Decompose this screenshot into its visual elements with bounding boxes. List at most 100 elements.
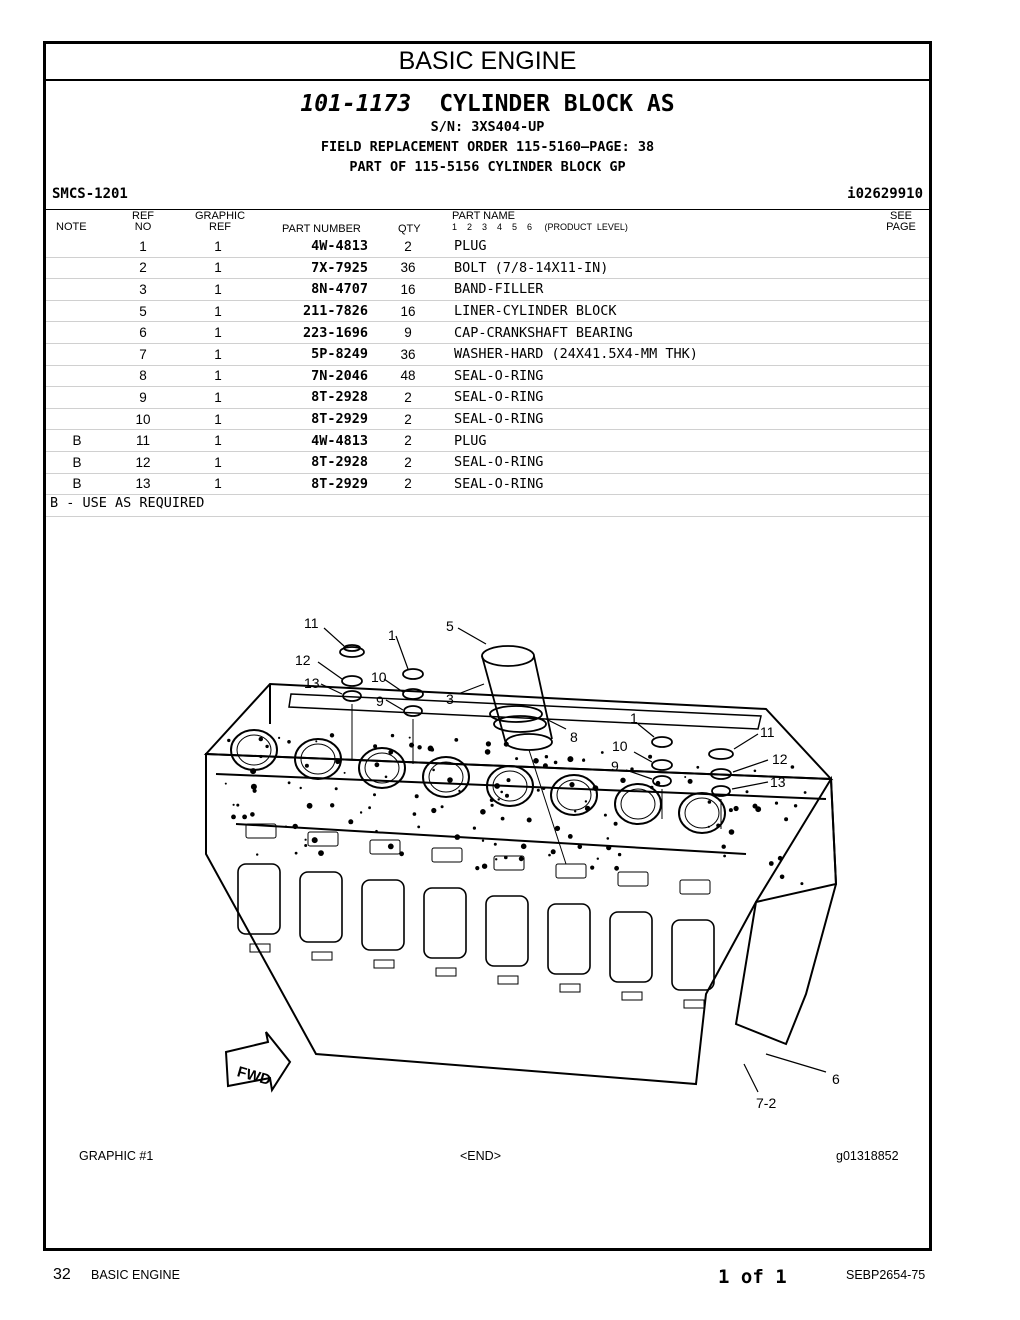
cell-part-number: 8T-2928 <box>258 386 368 409</box>
cylinder-bore-inner <box>492 770 528 802</box>
cell-graphic-ref: 1 <box>178 365 258 388</box>
block-hole <box>489 798 494 802</box>
block-hole <box>774 801 779 805</box>
block-hole <box>803 791 807 794</box>
cell-qty: 2 <box>368 236 448 258</box>
cell-part-name: BAND-FILLER <box>448 278 929 301</box>
parts-stack-center <box>402 668 424 764</box>
leader-line <box>317 661 343 680</box>
cell-qty: 16 <box>368 300 448 323</box>
plug-part <box>339 646 365 658</box>
pan-rail-slot <box>683 999 705 1009</box>
block-hole <box>306 802 313 809</box>
pan-rail-slot <box>311 951 333 961</box>
cell-note <box>46 236 108 258</box>
crankcase-bays <box>237 823 715 1009</box>
cylinder-bore-inner <box>620 788 656 820</box>
leader-line <box>625 769 653 780</box>
block-hole <box>373 744 378 749</box>
leader-line <box>545 718 567 730</box>
block-hole <box>768 861 774 866</box>
cell-part-number: 8T-2929 <box>258 473 368 496</box>
block-hole <box>544 755 549 759</box>
block-hole <box>417 825 421 829</box>
callout-3: 3 <box>446 691 454 707</box>
leader-line <box>385 699 404 711</box>
footnote: B - USE AS REQUIRED <box>50 495 205 511</box>
block-hole <box>490 803 494 807</box>
cylinder-bore <box>614 783 662 825</box>
cell-graphic-ref: 1 <box>178 236 258 258</box>
graphic-number: GRAPHIC #1 <box>79 1149 154 1163</box>
smcs-code: SMCS-1201 <box>52 186 128 202</box>
assembly-name: CYLINDER BLOCK AS <box>439 91 675 117</box>
block-hole <box>696 765 700 769</box>
block-hole <box>256 853 259 856</box>
cell-qty: 2 <box>368 451 448 474</box>
block-hole <box>584 800 588 803</box>
cell-part-name: LINER-CYLINDER BLOCK <box>448 300 929 323</box>
block-hole <box>600 751 604 754</box>
crankcase-bay <box>485 895 529 967</box>
block-hole <box>777 855 783 861</box>
block-hole <box>399 851 404 857</box>
crankcase-bay <box>361 879 405 951</box>
callout-11-right: 11 <box>760 724 775 740</box>
col-qty: QTY <box>398 223 421 235</box>
o-ring-part <box>710 768 732 780</box>
callout-5: 5 <box>446 618 454 634</box>
cell-part-name: SEAL-O-RING <box>448 386 929 409</box>
block-hole <box>278 736 281 739</box>
block-hole <box>493 842 497 846</box>
block-hole <box>790 765 795 769</box>
cell-ref: 3 <box>108 278 178 301</box>
cylinder-block-illustration: FWD 11 1 5 12 10 13 9 3 8 1 11 10 12 9 1… <box>203 615 840 1111</box>
block-hole <box>596 857 599 860</box>
block-hole <box>224 782 227 785</box>
serial-number: S/N: 3XS404-UP <box>430 119 545 135</box>
plug-part <box>651 736 673 748</box>
block-hole <box>480 809 486 815</box>
cell-note <box>46 300 108 323</box>
leader-line <box>395 635 409 670</box>
cell-qty: 2 <box>368 408 448 431</box>
callout-10: 10 <box>371 669 387 685</box>
side-cover-port <box>617 871 649 887</box>
cell-part-name: PLUG <box>448 429 929 452</box>
col-part-number: PART NUMBER <box>282 223 361 235</box>
block-hole <box>495 858 498 861</box>
side-cover-port <box>307 831 339 847</box>
block-hole <box>481 839 485 842</box>
block-hole <box>784 817 789 822</box>
cell-ref: 13 <box>108 473 178 496</box>
cell-part-name: BOLT (7/8-14X11-IN) <box>448 257 929 280</box>
callout-13: 13 <box>304 675 320 691</box>
cell-graphic-ref: 1 <box>178 408 258 431</box>
cell-graphic-ref: 1 <box>178 321 258 344</box>
block-hole <box>375 829 378 833</box>
cell-ref: 2 <box>108 257 178 280</box>
block-hole <box>472 826 476 830</box>
cell-part-name: WASHER-HARD (24X41.5X4-MM THK) <box>448 343 929 366</box>
cylinder-bores <box>230 729 726 834</box>
cylinder-bore <box>230 729 278 771</box>
cylinder-bore-inner <box>556 779 592 811</box>
cell-part-number: 4W-4813 <box>258 236 368 258</box>
o-ring-part <box>341 675 363 687</box>
cell-qty: 16 <box>368 278 448 301</box>
block-hole <box>259 754 263 759</box>
callout-7-2: 7-2 <box>756 1095 776 1111</box>
block-hole <box>504 855 508 860</box>
fwd-arrow-shape <box>224 1031 292 1093</box>
block-pan-rail <box>235 823 747 855</box>
parts-stack-left <box>339 644 365 759</box>
block-hole <box>800 882 804 886</box>
block-hole <box>348 819 354 825</box>
callout-9-right: 9 <box>611 758 619 774</box>
block-hole <box>728 829 735 835</box>
cell-ref: 6 <box>108 321 178 344</box>
